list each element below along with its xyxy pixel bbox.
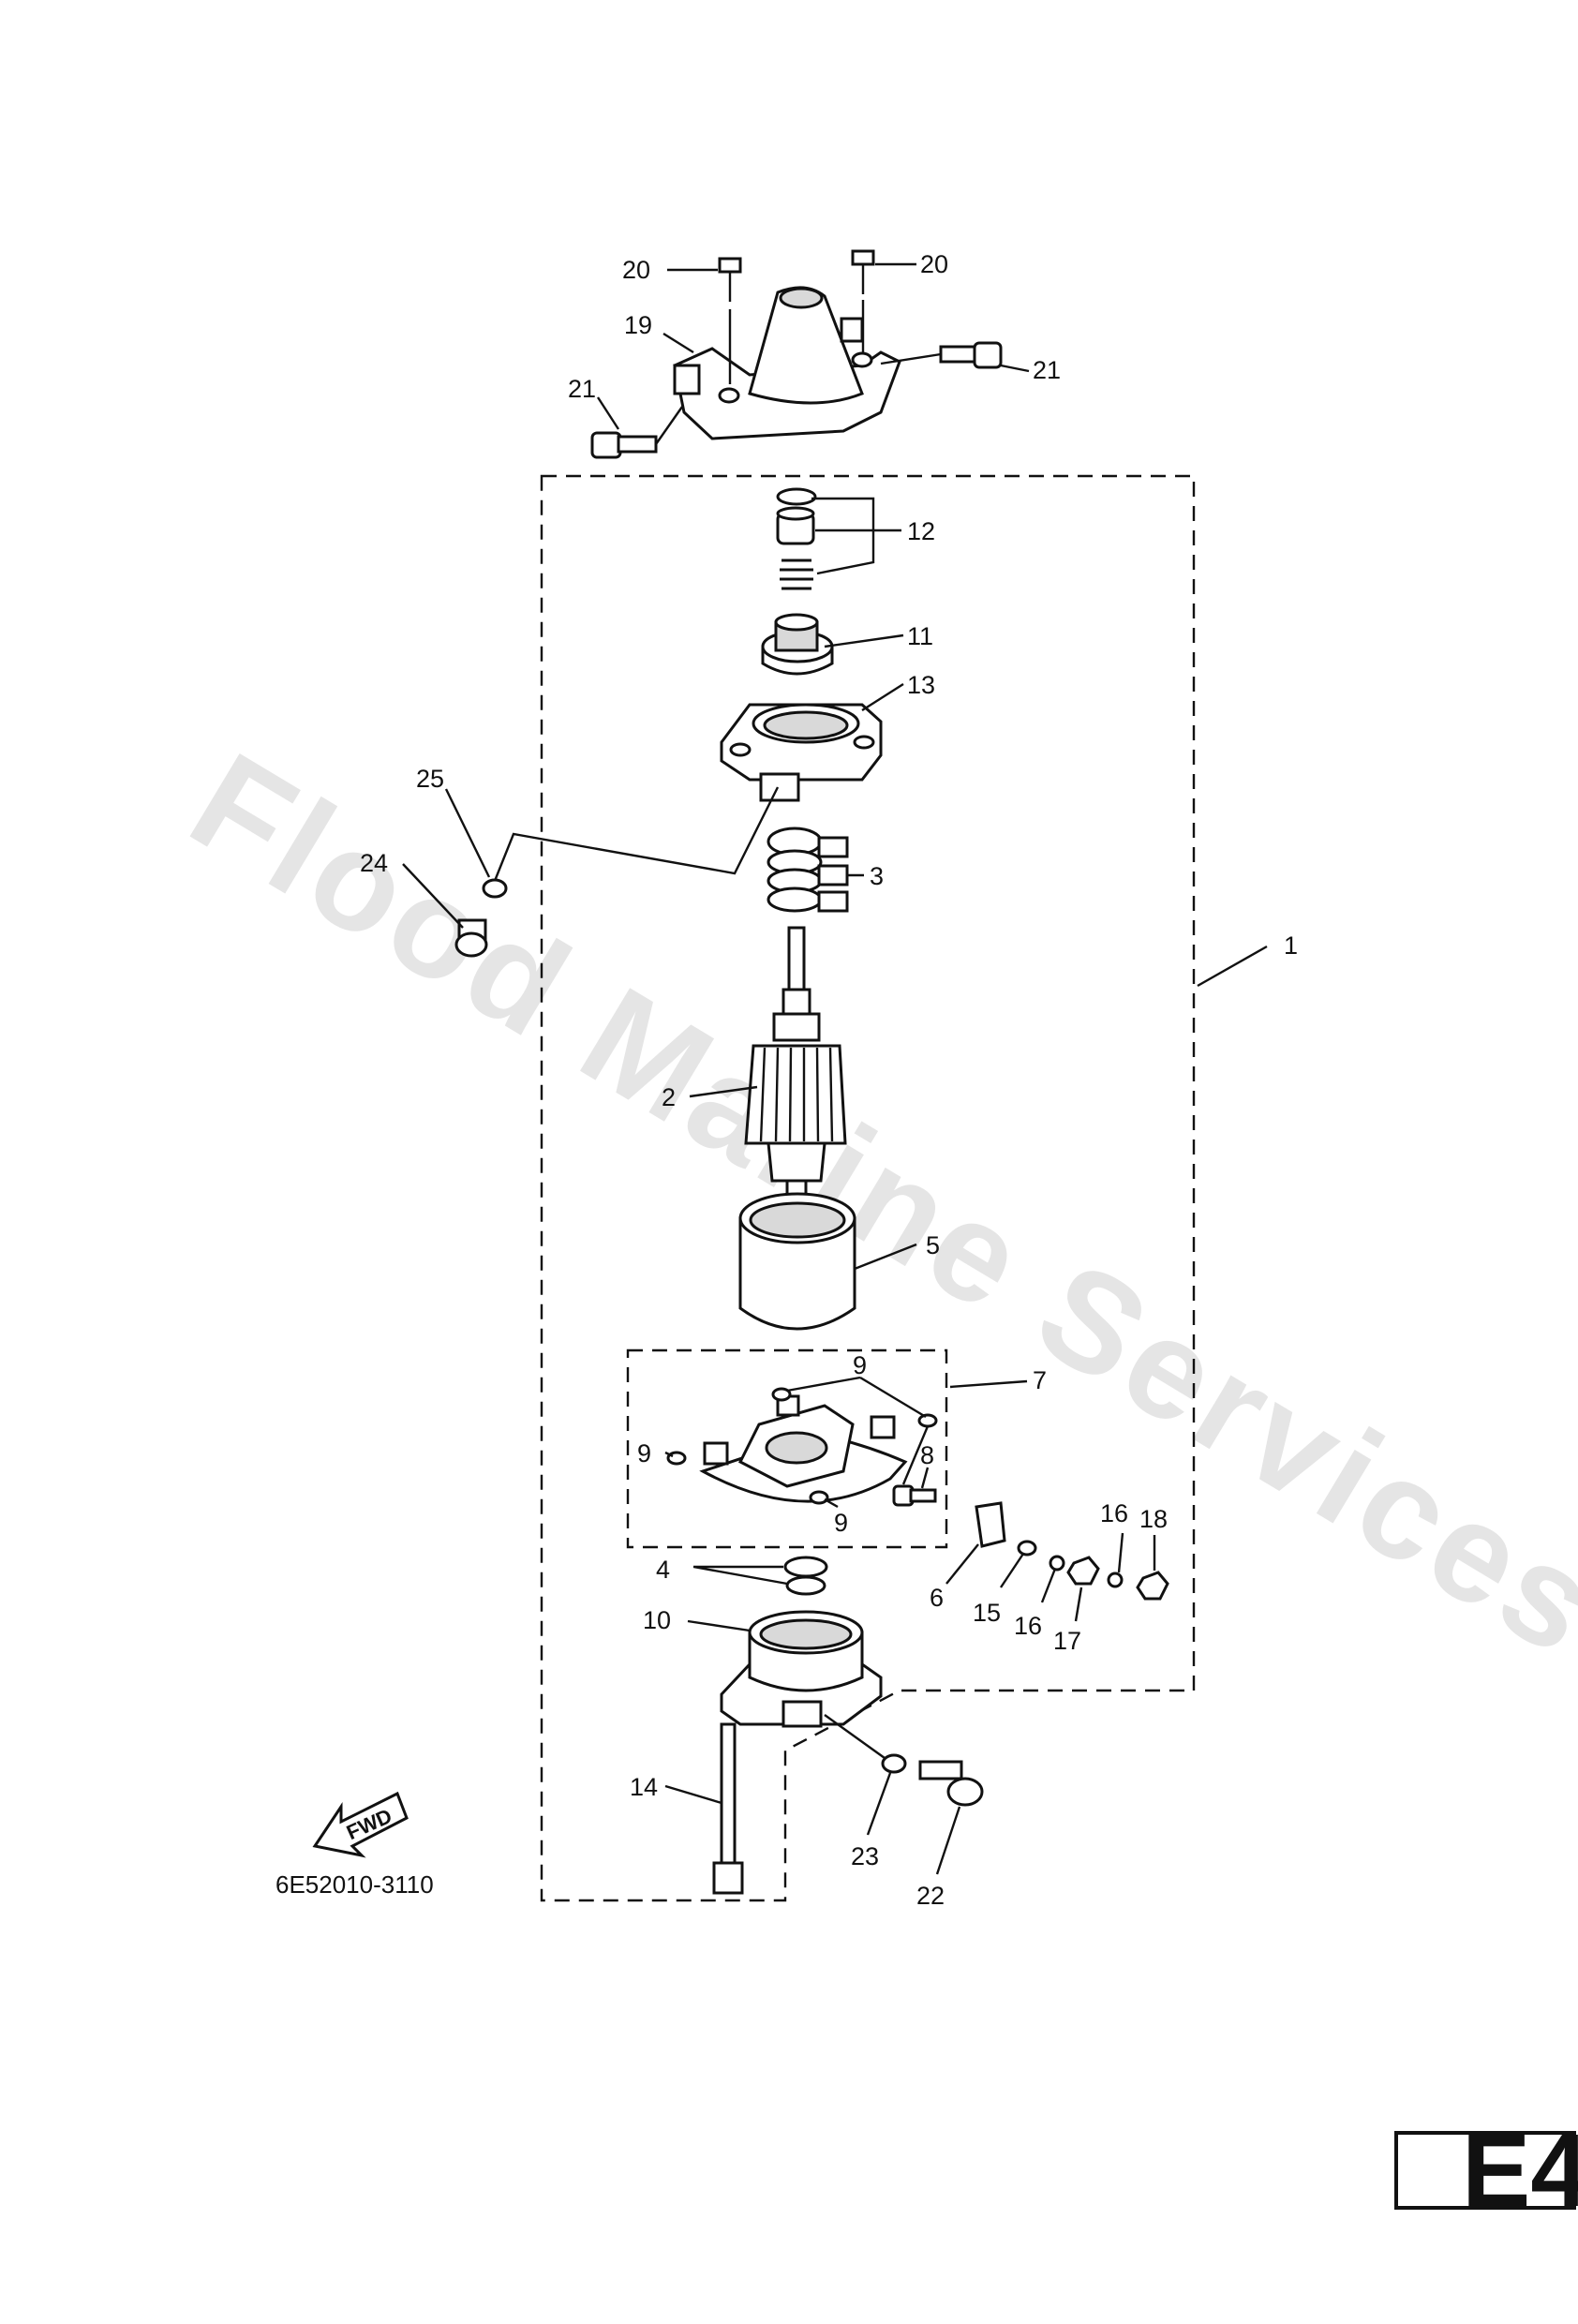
callout-20-left: 20 (622, 256, 650, 284)
callout-6: 6 (930, 1584, 944, 1612)
yoke (738, 1192, 856, 1331)
callout-9-left: 9 (637, 1439, 651, 1467)
callout-14: 14 (630, 1773, 658, 1801)
document-number: 6E52010-3110 (275, 1870, 434, 1899)
bolt-22 (918, 1760, 984, 1807)
washer-16b (1107, 1572, 1124, 1588)
brush-holder-boundary (626, 1348, 948, 1549)
callout-12: 12 (907, 517, 935, 545)
front-cover (720, 703, 883, 802)
callout-13: 13 (907, 671, 935, 699)
callout-21-left: 21 (568, 375, 596, 403)
callout-15: 15 (973, 1599, 1001, 1627)
callout-7: 7 (1033, 1366, 1047, 1394)
callout-19: 19 (624, 311, 652, 339)
thrust-washers (767, 827, 849, 913)
through-bolt-14 (712, 1722, 744, 1895)
callout-10: 10 (643, 1606, 671, 1634)
callout-2: 2 (662, 1083, 676, 1111)
bracket-cap (673, 286, 901, 440)
brush-lead-wire (901, 1425, 930, 1485)
screw-9-right (917, 1413, 938, 1428)
washer-15 (1017, 1540, 1037, 1557)
lead-wire (493, 786, 780, 882)
callout-23: 23 (851, 1842, 879, 1870)
callout-20-right: 20 (920, 250, 948, 278)
bolt-21-right (880, 341, 1003, 369)
page-label: E4 (1462, 2113, 1578, 2228)
callout-9-top: 9 (853, 1351, 867, 1379)
fwd-arrow-icon: FWD (312, 1791, 409, 1858)
clip-collar-spring (776, 487, 817, 590)
callout-16-upper: 16 (1100, 1499, 1128, 1527)
callout-5: 5 (926, 1231, 940, 1259)
callout-1: 1 (1284, 931, 1298, 960)
rear-cover (720, 1610, 883, 1728)
callout-9-bottom: 9 (834, 1509, 848, 1537)
screw-24 (454, 918, 488, 958)
callout-18: 18 (1139, 1505, 1168, 1533)
callout-8: 8 (920, 1441, 934, 1469)
leader-lines (402, 262, 1268, 1875)
terminal-bolt-8 (892, 1484, 937, 1507)
bolt-21-left (590, 406, 683, 459)
bolt-20-right (851, 249, 875, 352)
bolt-20-left (718, 257, 742, 384)
callout-3: 3 (870, 862, 884, 890)
callouts: 20 20 19 21 21 12 11 13 25 24 3 1 2 5 9 … (360, 250, 1298, 1910)
screw-9-top (771, 1387, 792, 1402)
nut-18 (1136, 1571, 1169, 1601)
callout-4: 4 (656, 1556, 670, 1584)
brush-holder (699, 1394, 908, 1503)
page-label-box: E4 (1394, 2113, 1578, 2228)
callout-21-right: 21 (1033, 356, 1061, 384)
callout-25: 25 (416, 765, 444, 793)
screw-9-bottom (809, 1490, 829, 1505)
washer-16a (1049, 1555, 1065, 1572)
lead-23 (824, 1714, 886, 1759)
washer-25 (482, 878, 508, 899)
callout-17: 17 (1053, 1627, 1081, 1655)
armature (744, 926, 847, 1199)
insulator-6 (975, 1501, 1006, 1548)
pinion-gear (761, 613, 834, 676)
callout-11: 11 (907, 622, 933, 650)
washers-4 (783, 1556, 828, 1596)
washer-23 (881, 1753, 907, 1774)
callout-24: 24 (360, 849, 388, 877)
callout-16-lower: 16 (1014, 1612, 1042, 1640)
callout-22: 22 (916, 1882, 945, 1910)
nut-17 (1066, 1556, 1100, 1586)
